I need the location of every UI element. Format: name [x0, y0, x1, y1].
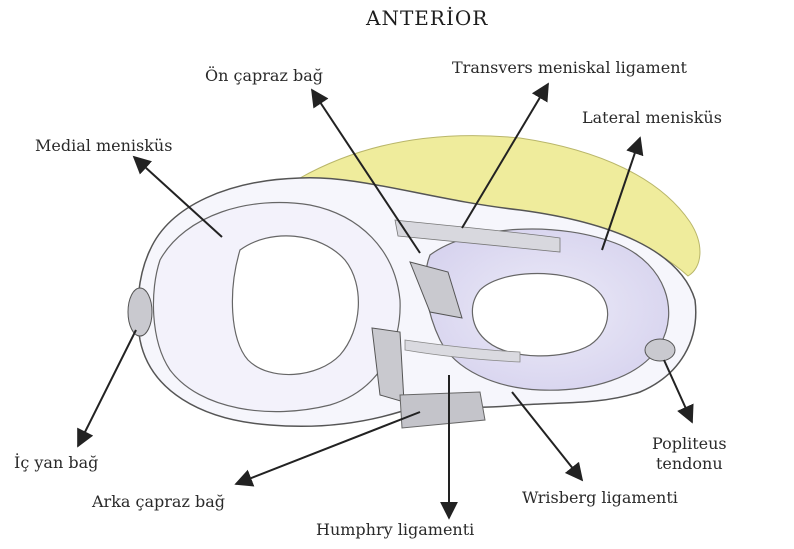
label-medial-menisk: Medial menisküs: [35, 138, 172, 154]
label-transvers-meniskal: Transvers meniskal ligament: [452, 60, 687, 76]
arrow-ic-yan: [78, 330, 136, 446]
posterior-ligament-base: [400, 392, 485, 428]
arrow-popliteus: [664, 360, 692, 422]
label-humphry: Humphry ligamenti: [316, 522, 474, 538]
diagram-title: ANTERİOR: [366, 8, 488, 28]
label-popliteus: Popliteus tendonu: [652, 434, 727, 474]
label-wrisberg: Wrisberg ligamenti: [522, 490, 678, 506]
label-arka-capraz-bag: Arka çapraz bağ: [92, 494, 225, 510]
popliteus-tendon-stump: [645, 339, 675, 361]
medial-collateral-stump: [128, 288, 152, 336]
lateral-meniscus-inner: [472, 274, 607, 356]
label-lateral-menisk: Lateral menisküs: [582, 110, 722, 126]
label-on-capraz-bag: Ön çapraz bağ: [205, 68, 323, 84]
medial-meniscus-inner: [232, 236, 358, 375]
label-ic-yan-bag: İç yan bağ: [14, 455, 98, 471]
arrow-wrisberg: [512, 392, 582, 480]
